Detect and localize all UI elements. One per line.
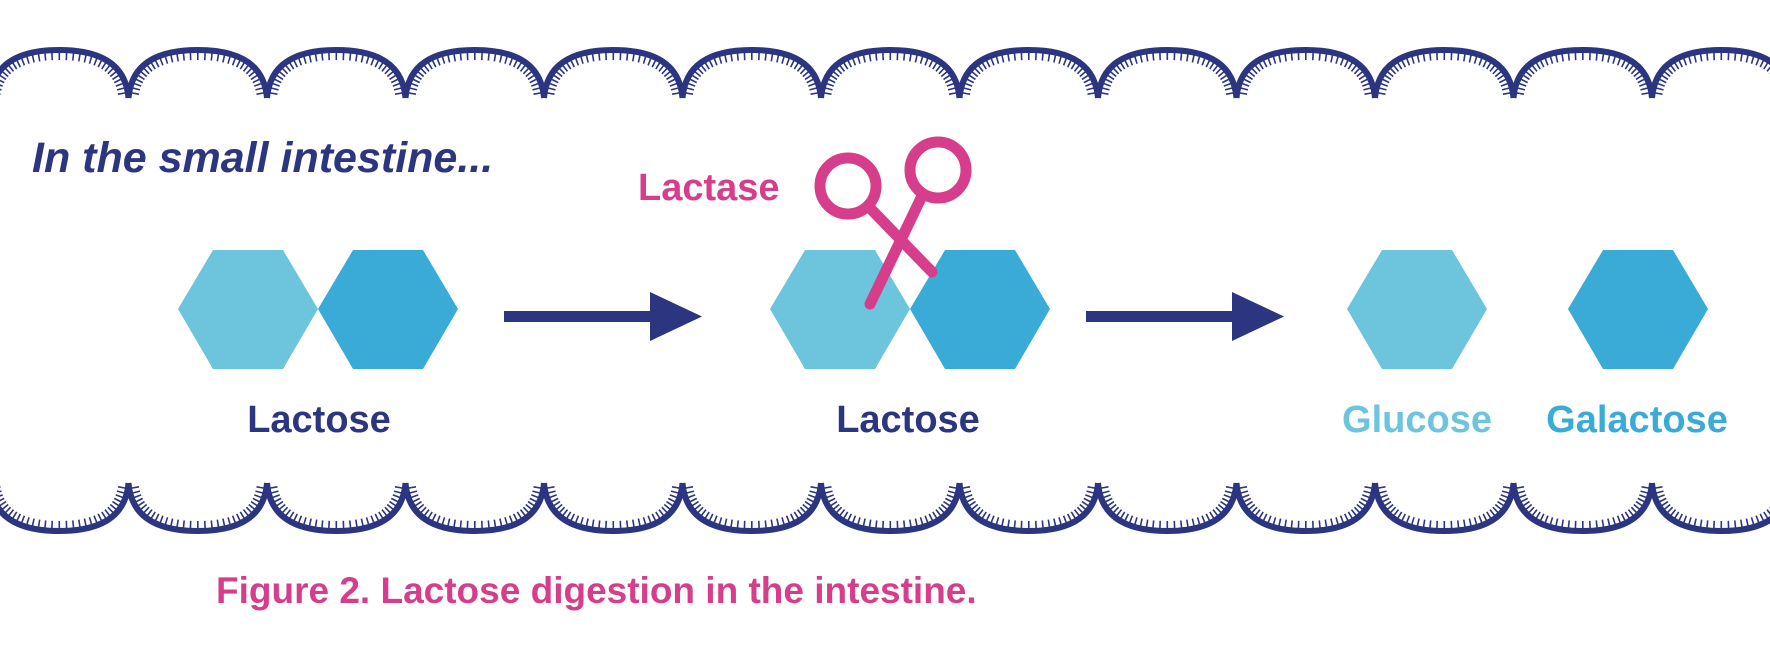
arrow-right-icon [504,292,702,341]
lactose-molecule-2 [770,250,1050,369]
microvilli-ticks [1375,486,1513,531]
lactose-molecule-1 [178,250,458,369]
microvilli-ticks [406,50,544,95]
glucose-hexagon [1347,250,1487,369]
microvilli-ticks [683,50,821,95]
glucose-hexagon [178,250,318,369]
glucose-label: Glucose [1342,399,1492,441]
galactose-hexagon [318,250,458,369]
microvilli-ticks [129,486,267,531]
galactose-label: Galactose [1546,399,1728,441]
scissors-icon [814,136,972,310]
microvilli-ticks [1237,50,1375,95]
figure-caption: Figure 2. Lactose digestion in the intes… [216,570,977,611]
microvilli-ticks [0,50,128,95]
galactose-hexagon [910,250,1050,369]
galactose-hexagon [1568,250,1708,369]
microvilli-ticks [821,486,959,531]
microvilli-ticks [267,50,405,95]
villus-arch [1649,482,1770,535]
microvilli-ticks [960,50,1098,95]
microvilli-ticks [821,50,959,95]
microvilli-ticks [544,50,682,95]
lactose-label-1: Lactose [247,399,391,441]
microvilli-ticks [960,486,1098,531]
lactase-label: Lactase [638,167,780,209]
heading-text: In the small intestine... [32,134,493,182]
intestine-top-wall [0,46,1770,99]
microvilli-ticks [1514,50,1652,95]
arrow-right-icon [1086,292,1284,341]
microvilli-ticks [0,486,128,531]
microvilli-ticks [683,486,821,531]
intestine-bottom-wall [0,482,1770,535]
microvilli-ticks [1514,486,1652,531]
lactose-label-2: Lactose [836,399,980,441]
villus-arch [1649,46,1770,99]
microvilli-ticks [406,486,544,531]
microvilli-ticks [1375,50,1513,95]
microvilli-ticks [544,486,682,531]
microvilli-ticks [1652,486,1770,531]
villus-arch [0,482,132,535]
microvilli-ticks [1652,50,1770,95]
glucose-hexagon [770,250,910,369]
microvilli-ticks [129,50,267,95]
microvilli-ticks [1098,50,1236,95]
microvilli-ticks [1237,486,1375,531]
villus-arch [0,46,132,99]
microvilli-ticks [267,486,405,531]
microvilli-ticks [1098,486,1236,531]
